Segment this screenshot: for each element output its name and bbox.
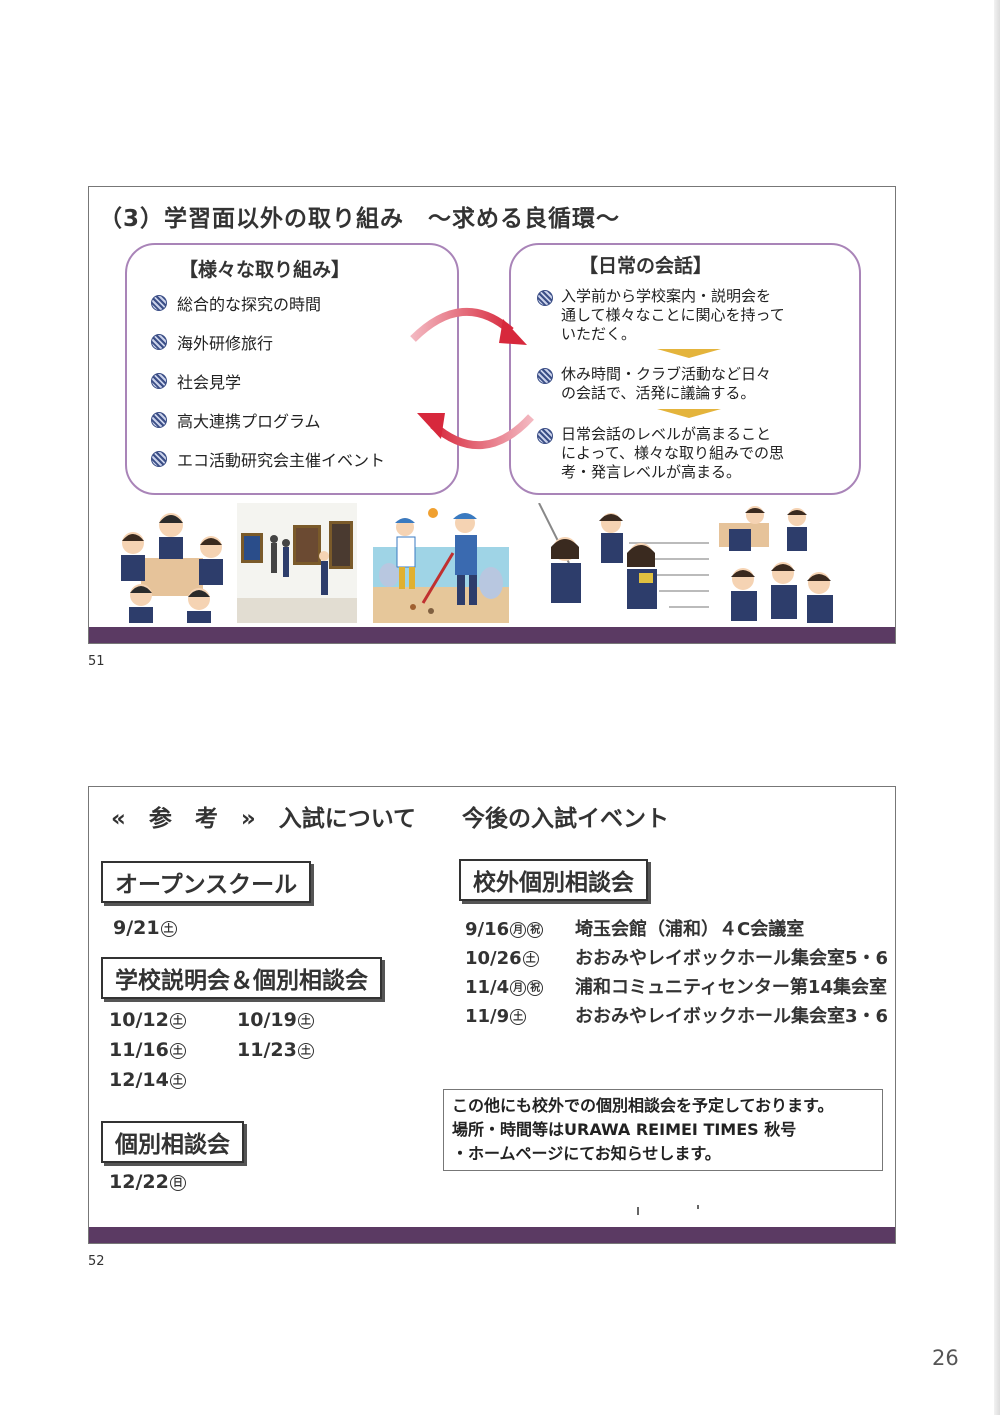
list-item: 日常会話のレベルが高まること によって、様々な取り組みでの思 考・発言レベルが高… [537, 425, 837, 482]
bullet-icon [537, 368, 553, 384]
page-number: 26 [932, 1346, 959, 1370]
bullet-icon [151, 295, 167, 311]
scan-speck [637, 1207, 639, 1215]
bullet-icon [151, 334, 167, 350]
various-activities-panel: 【様々な取り組み】 総合的な探究の時間 海外研修旅行 社会見学 高大連携プログラ… [125, 243, 459, 495]
open-school-label: オープンスクール [101, 861, 312, 903]
weekday-badge: 土 [297, 1013, 314, 1029]
weekday-badge: 土 [297, 1043, 314, 1059]
weekday-badge: 土 [169, 1043, 186, 1059]
consult-label: 個別相談会 [101, 1121, 244, 1163]
notice-line: ・ホームページにてお知らせします。 [452, 1144, 721, 1163]
cleanup-activity-illustration [373, 503, 509, 623]
students-stairs-illustration [529, 503, 709, 623]
weekday-badge: 日 [169, 1175, 186, 1191]
slide-number: 52 [88, 1254, 105, 1269]
bullet-icon [537, 290, 553, 306]
outside-consult-label: 校外個別相談会 [459, 859, 648, 901]
panel-heading: 【様々な取り組み】 [179, 259, 351, 281]
bullet-icon [151, 373, 167, 389]
weekday-badge: 土 [169, 1073, 186, 1089]
down-arrow-icon [657, 409, 721, 418]
down-arrow-icon [657, 349, 721, 358]
briefing-label: 学校説明会＆個別相談会 [101, 957, 382, 999]
list-item: 海外研修旅行 [151, 330, 273, 354]
panel-heading: 【日常の会話】 [579, 255, 713, 277]
slide-title: （3）学習面以外の取り組み ～求める良循環～ [99, 206, 621, 232]
list-item: 入学前から学校案内・説明会を 通して様々なことに関心を持って いただく。 [537, 287, 837, 344]
list-item: エコ活動研究会主催イベント [151, 447, 385, 471]
daily-conversation-panel: 【日常の会話】 入学前から学校案内・説明会を 通して様々なことに関心を持って い… [509, 243, 861, 495]
slide-non-academic-efforts: （3）学習面以外の取り組み ～求める良循環～ 【様々な取り組み】 総合的な探究の… [88, 186, 896, 644]
bullet-icon [151, 451, 167, 467]
slide-footer-bar [89, 1227, 895, 1243]
museum-visit-illustration [237, 503, 357, 623]
slide-title: « 参 考 » 入試について 今後の入試イベント [111, 806, 670, 832]
students-chatting-illustration [715, 503, 845, 623]
list-item: 休み時間・クラブ活動など日々 の会話で、活発に議論する。 [537, 365, 837, 403]
weekday-badge: 土 [160, 921, 177, 937]
slide-number: 51 [88, 654, 105, 669]
notice-line: 場所・時間等はURAWA REIMEI TIMES 秋号 [452, 1120, 797, 1139]
notice-line: この他にも校外での個別相談会を予定しております。 [452, 1096, 834, 1115]
list-item: 社会見学 [151, 369, 241, 393]
list-item: 高大連携プログラム [151, 408, 321, 432]
cycle-arrows-icon [410, 307, 534, 449]
weekday-badge: 土 [169, 1013, 186, 1029]
bullet-icon [151, 412, 167, 428]
students-discussion-illustration [111, 503, 231, 623]
page-edge-shadow [994, 0, 1000, 1415]
slide-footer-bar [89, 627, 895, 643]
notice-box: この他にも校外での個別相談会を予定しております。 場所・時間等はURAWA RE… [443, 1089, 883, 1171]
bullet-icon [537, 428, 553, 444]
scan-speck [697, 1205, 699, 1209]
list-item: 総合的な探究の時間 [151, 291, 321, 315]
